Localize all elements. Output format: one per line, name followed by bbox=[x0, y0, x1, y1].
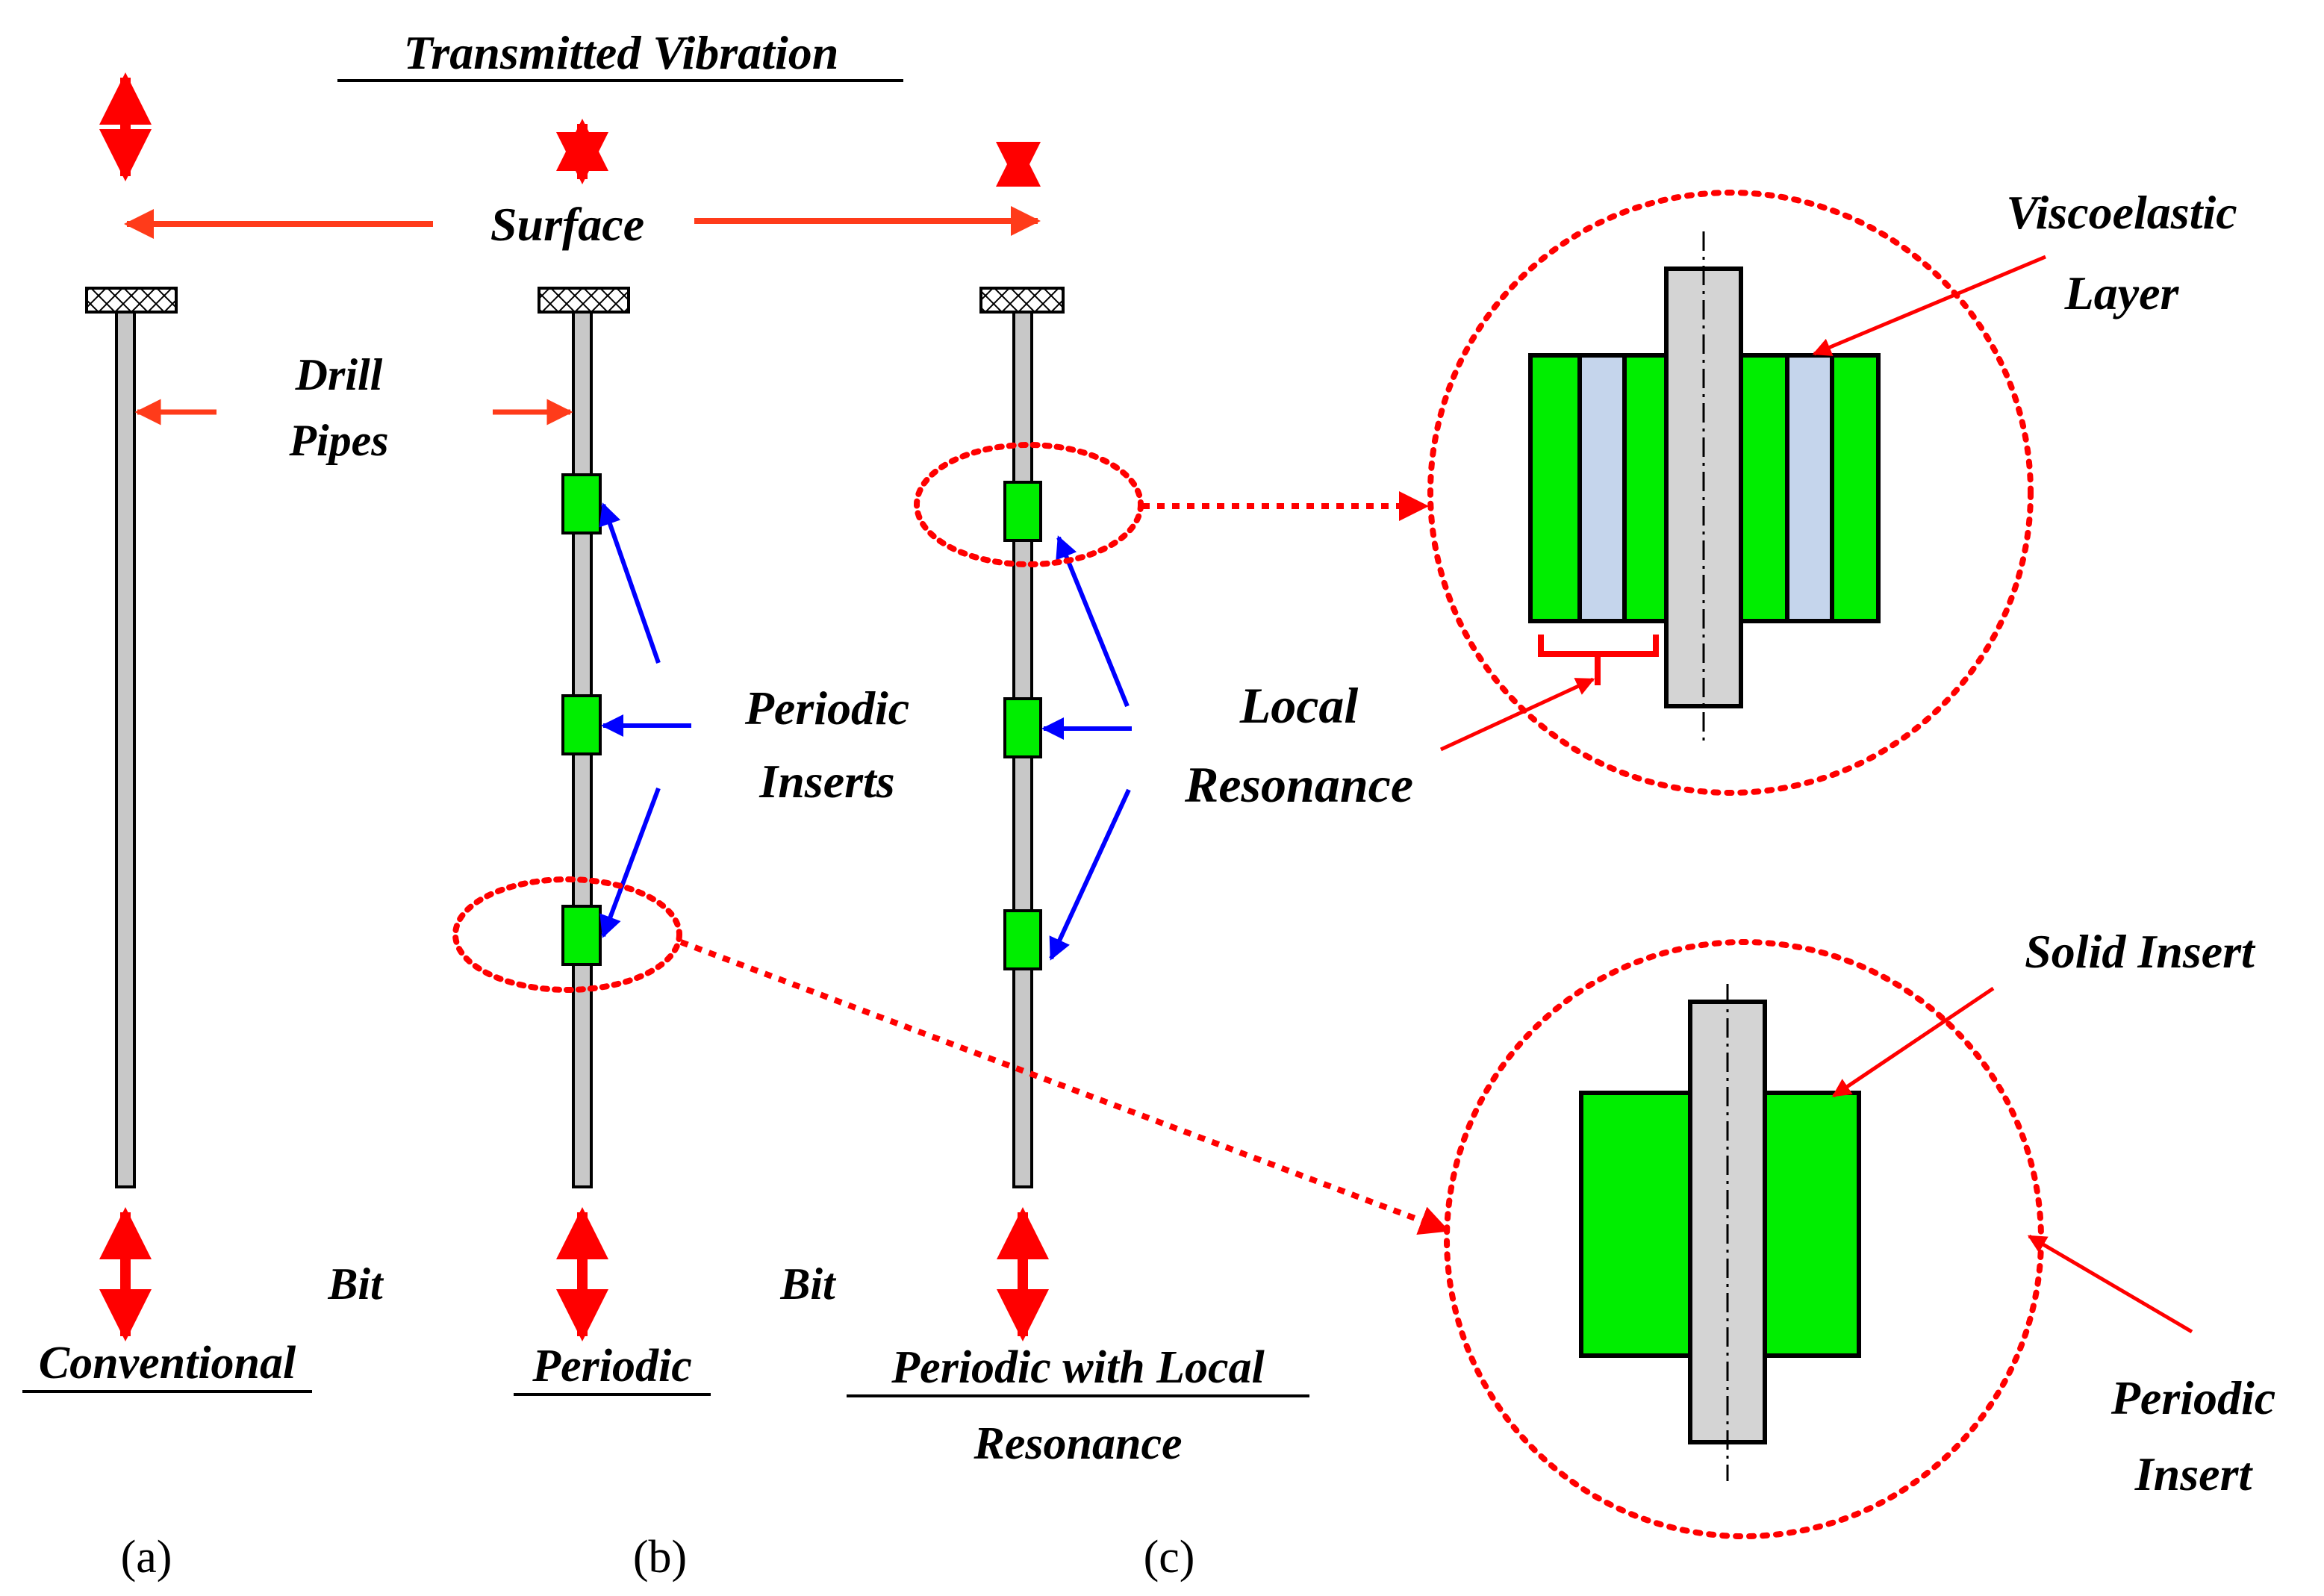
periodic-inserts-label-line1: Periodic bbox=[744, 682, 909, 735]
local-resonance-detail bbox=[1427, 190, 2034, 796]
inner-ring-right bbox=[1739, 353, 1789, 623]
local-arrow-up bbox=[1056, 535, 1130, 708]
periodic-insert-b1 bbox=[561, 473, 602, 534]
periodic-insert-arrow bbox=[2027, 1234, 2193, 1334]
column-name-c-line2: Resonance bbox=[973, 1418, 1183, 1469]
pipe-rod-a bbox=[115, 311, 136, 1188]
title: Transmitted Vibration bbox=[404, 26, 839, 79]
highlight-ellipse-c bbox=[914, 442, 1144, 567]
drill-pipe-b bbox=[538, 287, 630, 1188]
periodic-inserts-label-line2: Inserts bbox=[758, 755, 894, 808]
drill-pipe-a bbox=[85, 287, 178, 1188]
caption-a: (a) bbox=[121, 1532, 172, 1583]
viscoelastic-arrow bbox=[1812, 255, 2046, 356]
resonant-insert-c1 bbox=[1003, 481, 1042, 542]
visco-layer-right bbox=[1785, 353, 1834, 623]
drill-pipes-label-line1: Drill bbox=[295, 350, 383, 399]
viscoelastic-label-line2: Layer bbox=[2064, 266, 2180, 319]
periodic-arrow-down bbox=[599, 787, 661, 938]
leader-to-solid-detail bbox=[679, 939, 1450, 1235]
bit-label-b: Bit bbox=[779, 1259, 837, 1309]
periodic-insert-label-line2: Insert bbox=[2134, 1447, 2254, 1500]
local-resonance-arrow bbox=[1439, 677, 1595, 752]
local-arrow-down bbox=[1049, 788, 1131, 961]
detail-circle-local bbox=[1427, 190, 2034, 796]
resonant-insert-c2 bbox=[1003, 697, 1042, 758]
viscoelastic-label-line1: Viscoelastic bbox=[2006, 186, 2237, 239]
column-name-c-line1: Periodic with Local bbox=[891, 1342, 1265, 1393]
surface-cap-c bbox=[979, 287, 1065, 314]
drill-pipes-label-line2: Pipes bbox=[288, 416, 388, 465]
resonant-insert-c3 bbox=[1003, 909, 1042, 970]
bit-label-a: Bit bbox=[327, 1259, 384, 1309]
highlight-ellipse-b bbox=[452, 876, 682, 993]
local-resonance-label-line1: Local bbox=[1239, 677, 1359, 734]
periodic-insert-label-line1: Periodic bbox=[2110, 1371, 2275, 1424]
column-name-a: Conventional bbox=[39, 1338, 296, 1388]
column-name-b: Periodic bbox=[532, 1341, 692, 1391]
outer-ring-left bbox=[1528, 353, 1582, 623]
surface-label: Surface bbox=[490, 198, 644, 251]
inner-ring-left bbox=[1622, 353, 1669, 623]
drill-pipe-c bbox=[979, 287, 1065, 1188]
surface-cap-b bbox=[538, 287, 630, 314]
periodic-insert-b3 bbox=[561, 905, 602, 966]
solid-insert-detail bbox=[1444, 939, 2044, 1539]
solid-insert-label: Solid Insert bbox=[2025, 925, 2256, 978]
periodic-insert-b2 bbox=[561, 694, 602, 755]
visco-layer-left bbox=[1577, 353, 1627, 623]
caption-c: (c) bbox=[1144, 1532, 1195, 1583]
periodic-arrow-up bbox=[599, 502, 661, 664]
outer-ring-right bbox=[1830, 353, 1881, 623]
caption-b: (b) bbox=[633, 1532, 687, 1583]
solid-insert-arrow bbox=[1831, 986, 1995, 1098]
surface-cap-a bbox=[85, 287, 178, 314]
resonance-bracket bbox=[1538, 635, 1659, 685]
local-resonance-label-line2: Resonance bbox=[1184, 756, 1413, 813]
